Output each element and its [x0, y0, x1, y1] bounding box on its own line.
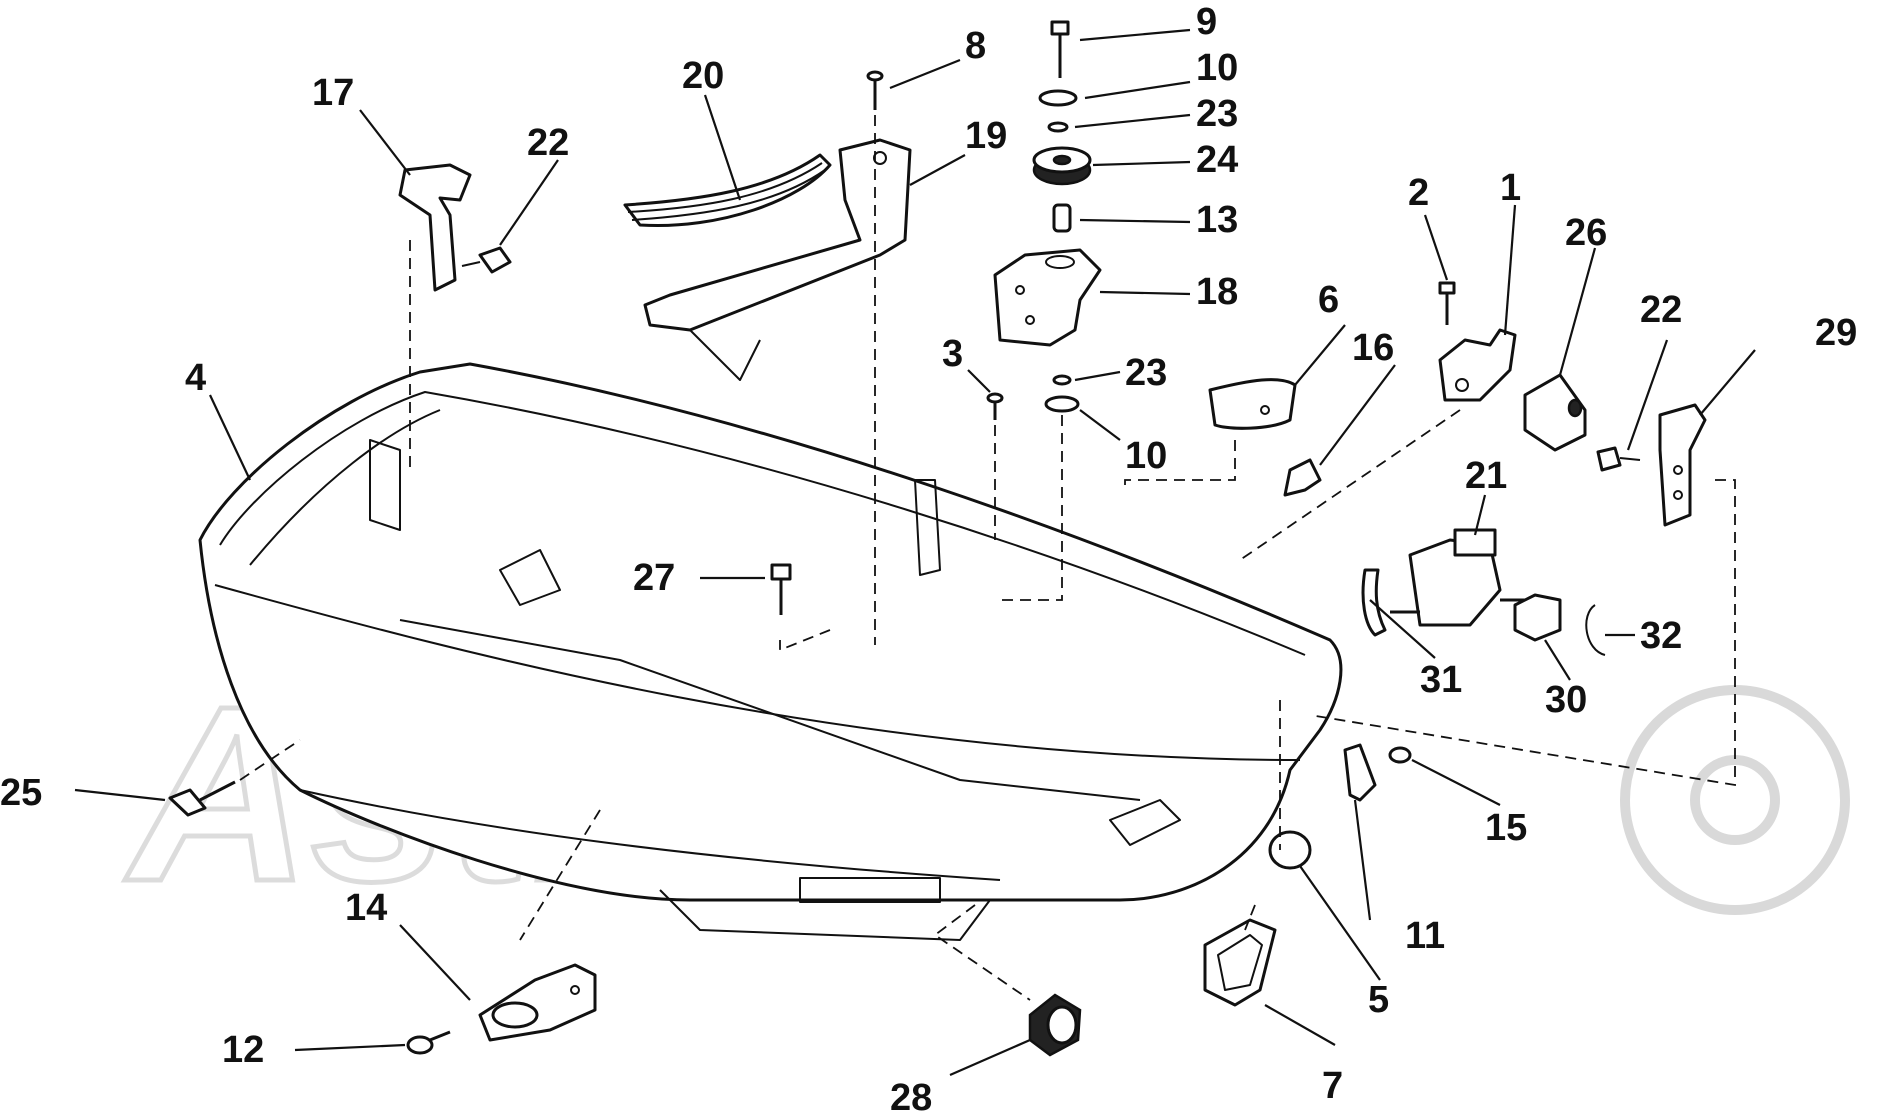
callout-28: 28 [890, 1077, 932, 1114]
callout-21: 21 [1465, 455, 1507, 497]
part-15-screw [1388, 746, 1412, 764]
callout-19: 19 [965, 115, 1007, 157]
part-10-washer-bottom [1044, 395, 1080, 413]
part-6-clip [1208, 378, 1297, 430]
part-23-washer-bottom [1052, 374, 1072, 386]
part-22-bolt-left [461, 246, 512, 274]
part-2-screw [1438, 281, 1456, 325]
callout-22-right: 22 [1640, 289, 1682, 331]
callout-9: 9 [1196, 1, 1217, 43]
part-14-mount [478, 963, 597, 1042]
callout-labels: 1 2 3 4 5 6 7 8 9 10 10 11 12 13 14 15 1… [0, 1, 1857, 1114]
part-19-bracket [643, 138, 912, 381]
callout-17: 17 [312, 72, 354, 114]
callout-10-bottom: 10 [1125, 435, 1167, 477]
callout-12: 12 [222, 1029, 264, 1071]
part-25-bolt [168, 780, 236, 817]
callout-18: 18 [1196, 271, 1238, 313]
callout-25: 25 [0, 772, 42, 814]
callout-1: 1 [1500, 167, 1521, 209]
callout-31: 31 [1420, 659, 1462, 701]
part-8-screw [866, 70, 884, 110]
part-5-plug [1268, 830, 1312, 870]
callout-22-left: 22 [527, 122, 569, 164]
part-24-grommet [1032, 146, 1092, 186]
callout-3: 3 [942, 333, 963, 375]
part-1-bracket [1438, 328, 1517, 402]
part-7-cover [1203, 918, 1277, 1007]
part-23-washer-top [1047, 121, 1069, 133]
part-32-clamp [1585, 604, 1606, 656]
callout-14: 14 [345, 887, 387, 929]
callout-23-top: 23 [1196, 93, 1238, 135]
callout-23-bottom: 23 [1125, 352, 1167, 394]
callout-24: 24 [1196, 139, 1238, 181]
callout-5: 5 [1368, 979, 1389, 1021]
callout-27: 27 [633, 557, 675, 599]
callout-6: 6 [1318, 279, 1339, 321]
callout-20: 20 [682, 55, 724, 97]
part-9-bolt [1050, 20, 1070, 78]
part-13-sleeve [1052, 203, 1072, 233]
part-16-clamp [1283, 458, 1322, 497]
callout-26: 26 [1565, 212, 1607, 254]
part-3-screw [986, 392, 1004, 420]
part-29-bracket [1658, 403, 1707, 527]
callout-7: 7 [1322, 1065, 1343, 1107]
part-27-bolt [770, 563, 792, 615]
callout-4: 4 [185, 357, 206, 399]
callout-2: 2 [1408, 172, 1429, 214]
callout-16: 16 [1352, 327, 1394, 369]
part-10-washer-top [1038, 89, 1078, 107]
assembly-lines [239, 115, 1736, 1001]
callout-10-top: 10 [1196, 47, 1238, 89]
lower-motor-cover [198, 362, 1343, 941]
callout-13: 13 [1196, 199, 1238, 241]
callout-32: 32 [1640, 615, 1682, 657]
part-12-screw [406, 1030, 451, 1055]
leader-lines [74, 28, 1756, 1077]
part-30-filter [1513, 593, 1562, 642]
part-22-bolt-right [1596, 446, 1641, 472]
callout-8: 8 [965, 25, 986, 67]
callout-11: 11 [1405, 915, 1445, 957]
callout-15: 15 [1485, 807, 1527, 849]
callout-29: 29 [1815, 312, 1857, 354]
callout-30: 30 [1545, 679, 1587, 721]
part-26-cylinder [1523, 373, 1587, 452]
part-21-valve [1390, 528, 1525, 627]
part-18-mount [993, 248, 1102, 347]
watermark-hub [1690, 755, 1780, 845]
part-20-seal [623, 153, 832, 228]
part-17-bracket [398, 163, 472, 292]
part-11-bracket [1343, 743, 1377, 802]
part-28-grommet [1028, 993, 1082, 1057]
watermark-wheel [1620, 685, 1850, 915]
